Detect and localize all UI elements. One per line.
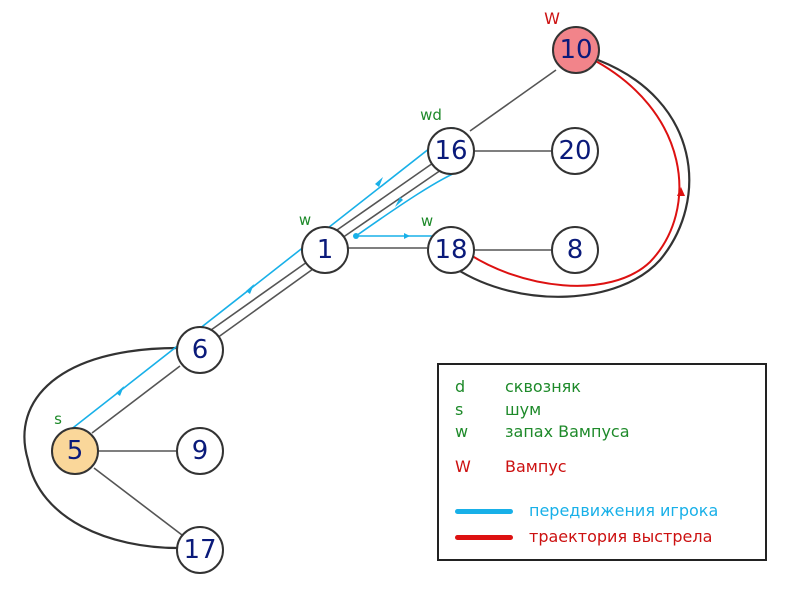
- node-10: 10: [552, 26, 600, 74]
- node-8-circle: [551, 226, 599, 274]
- legend-key-w: w: [455, 422, 469, 441]
- edge-16-10: [469, 69, 557, 132]
- player-arrow-1: [116, 386, 124, 396]
- legend-val-d: сквозняк: [505, 377, 581, 396]
- node-18-circle: [427, 226, 475, 274]
- node-17: 17: [176, 526, 224, 574]
- node-16: 16: [427, 127, 475, 175]
- legend: d сквозняк s шум w запах Вампуса W Вампу…: [437, 363, 767, 561]
- legend-label-shot: траектория выстрела: [529, 527, 713, 546]
- node-16-circle: [427, 127, 475, 175]
- sense-node-10: W: [544, 9, 560, 28]
- sense-node-5: s: [54, 410, 62, 428]
- legend-label-player: передвижения игрока: [529, 501, 719, 520]
- shot-path: [462, 57, 685, 287]
- edge-1-16-a: [336, 162, 434, 231]
- node-17-circle: [176, 526, 224, 574]
- legend-key-d: d: [455, 377, 466, 396]
- edge-5-17: [93, 467, 183, 536]
- legend-swatch-shot: [455, 535, 513, 540]
- node-6-circle: [176, 326, 224, 374]
- edge-18-10-outer: [454, 58, 691, 298]
- edge-6-1-a: [210, 261, 308, 331]
- legend-val-w: запах Вампуса: [505, 422, 630, 441]
- legend-val-s: шум: [505, 400, 542, 419]
- node-5: 5: [51, 427, 99, 475]
- node-9: 9: [176, 427, 224, 475]
- node-20-label: 20: [558, 136, 591, 166]
- player-arrow-3: [375, 177, 383, 187]
- edge-6-1-b: [216, 268, 314, 339]
- node-10-circle: [552, 26, 600, 74]
- sense-labels: W wd w w s: [54, 9, 560, 428]
- player-dot-1: [353, 233, 359, 239]
- graph-edges: [23, 58, 691, 550]
- node-18: 18: [427, 226, 475, 274]
- player-path: [57, 127, 472, 441]
- shot-arrow: [677, 187, 685, 196]
- edge-1-16-b: [341, 169, 442, 239]
- node-6: 6: [176, 326, 224, 374]
- node-8-label: 8: [567, 235, 584, 265]
- edge-5-6: [91, 365, 181, 434]
- edge-6-17: [23, 346, 179, 550]
- sense-node-16: wd: [420, 106, 442, 124]
- node-20: 20: [551, 127, 599, 175]
- node-5-label: 5: [67, 436, 84, 466]
- node-1-circle: [301, 226, 349, 274]
- shot-curve: [462, 57, 681, 287]
- sense-node-18: w: [421, 212, 433, 230]
- node-9-label: 9: [192, 436, 209, 466]
- node-6-label: 6: [192, 335, 209, 365]
- legend-key-s: s: [455, 400, 464, 419]
- legend-key-W: W: [455, 457, 471, 476]
- legend-swatch-player: [455, 509, 513, 514]
- player-arrow-4: [395, 197, 403, 207]
- node-20-circle: [551, 127, 599, 175]
- player-arrow-2: [246, 284, 254, 294]
- node-10-label: 10: [559, 35, 592, 65]
- node-1-label: 1: [317, 235, 334, 265]
- legend-val-W: Вампус: [505, 457, 567, 476]
- node-18-label: 18: [434, 235, 467, 265]
- player-arrow-5: [404, 233, 410, 239]
- node-16-label: 16: [434, 136, 467, 166]
- player-move-5-16: [59, 129, 454, 439]
- node-8: 8: [551, 226, 599, 274]
- node-9-circle: [176, 427, 224, 475]
- node-5-circle: [51, 427, 99, 475]
- sense-node-1: w: [299, 211, 311, 229]
- node-17-label: 17: [183, 535, 216, 565]
- node-1: 1: [301, 226, 349, 274]
- graph-nodes: 10 16 20 1 18 8 6 5: [51, 26, 600, 574]
